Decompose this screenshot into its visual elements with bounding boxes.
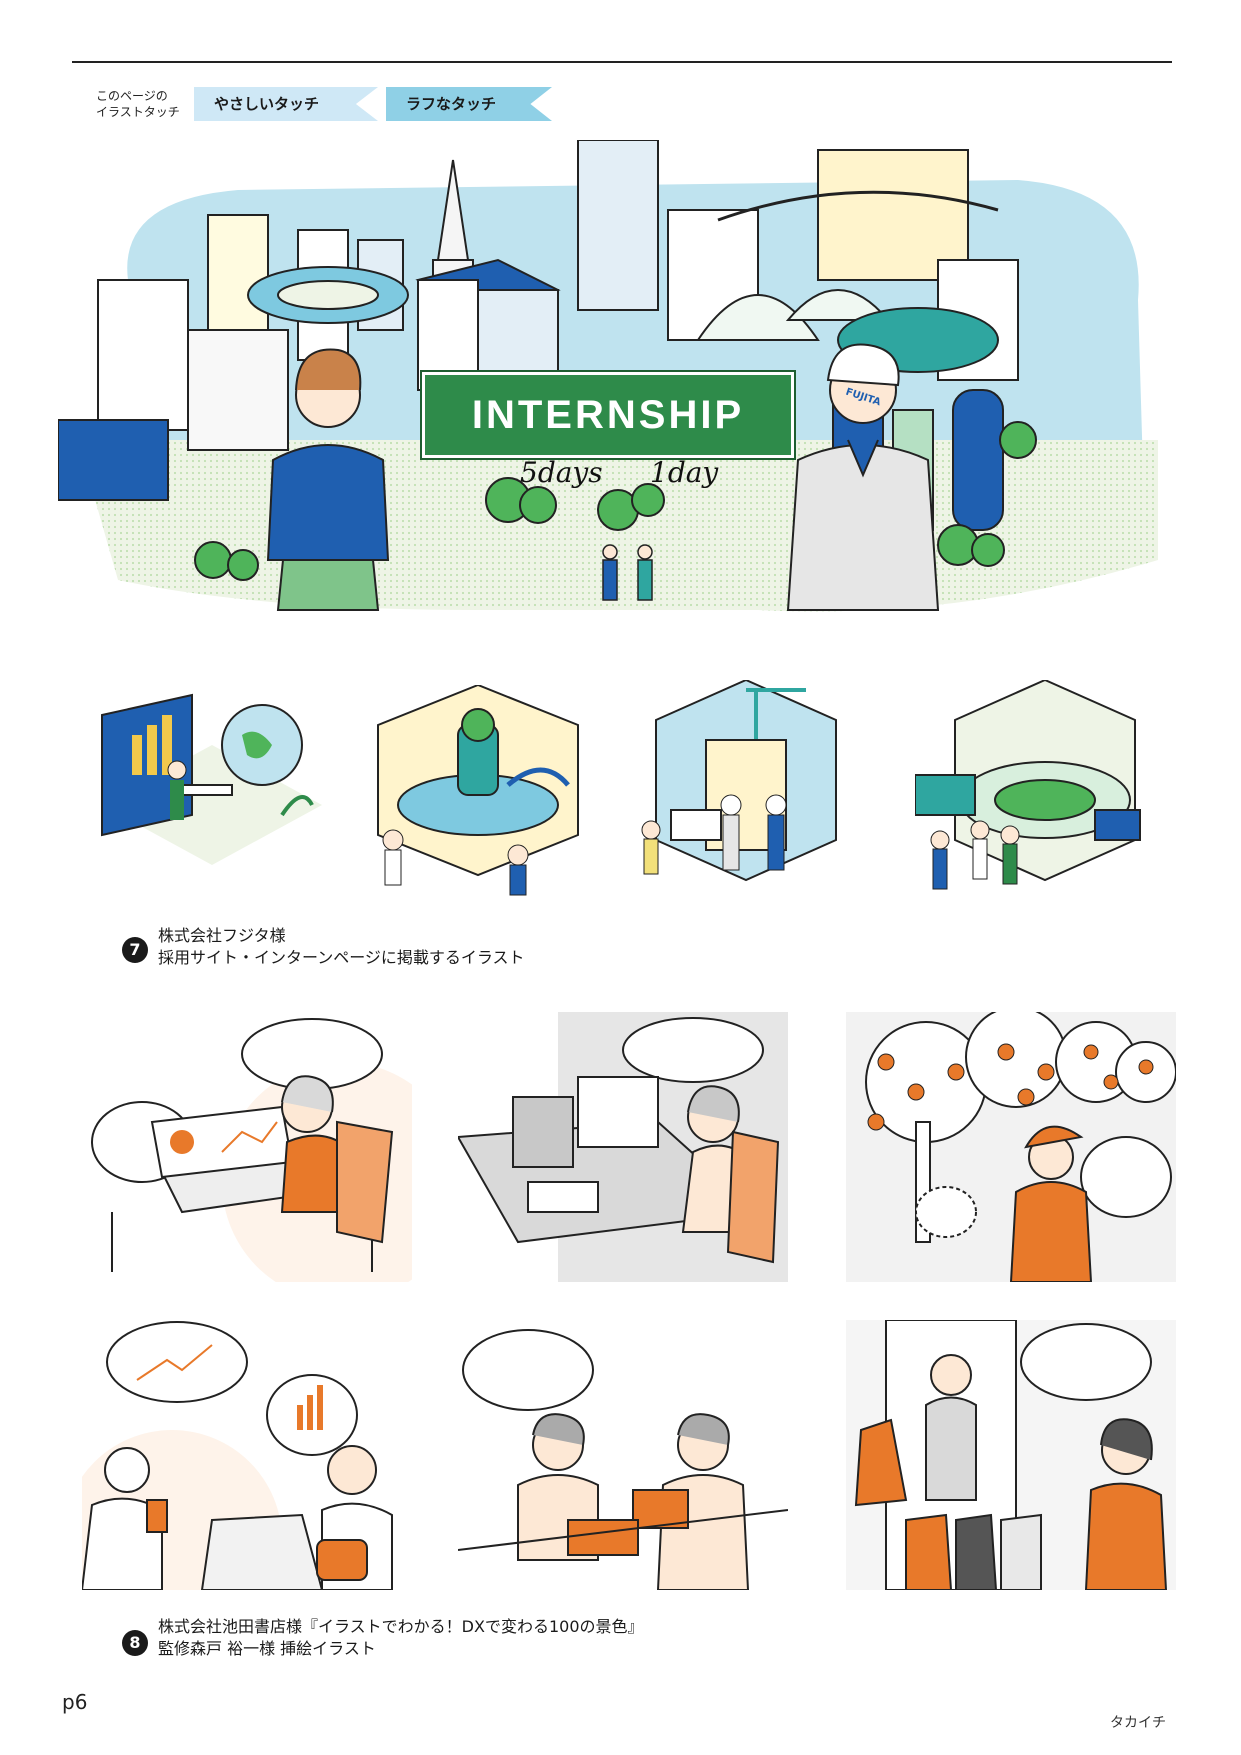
caption-7-line1: 株式会社フジタ様 <box>158 926 286 945</box>
caption-7-line2: 採用サイト・インターンページに掲載するイラスト <box>158 948 525 967</box>
caption-8: 株式会社池田書店様『イラストでわかる！DXで変わる100の景色』 監修森戸 裕一… <box>158 1616 644 1660</box>
panel-old-office <box>458 1012 788 1282</box>
caption-8-number: 8 <box>122 1630 148 1656</box>
tag-soft-touch: やさしいタッチ <box>194 87 378 121</box>
hero-city-illustration <box>58 140 1168 685</box>
iso-illustration-city-model <box>368 685 588 900</box>
panel-clothing-store <box>846 1320 1176 1590</box>
caption-7-number: 7 <box>122 937 148 963</box>
banner-sub-1day: 1day <box>650 456 719 489</box>
caption-7: 株式会社フジタ様 採用サイト・インターンページに掲載するイラスト <box>158 925 525 969</box>
woman-figure <box>266 348 390 611</box>
page-number: p6 <box>62 1690 88 1714</box>
top-rule <box>72 61 1172 63</box>
touch-label-line2: イラストタッチ <box>96 105 180 119</box>
panel-tablet-workers <box>458 1320 788 1590</box>
internship-banner: INTERNSHIP <box>420 370 796 460</box>
iso-illustration-construction <box>636 680 856 905</box>
banner-sub-5days: 5days <box>520 456 603 489</box>
worker-figure <box>786 343 940 611</box>
signature: タカイチ <box>1110 1715 1166 1731</box>
iso-illustration-control-room <box>915 680 1155 905</box>
touch-label: このページの イラストタッチ <box>96 88 180 120</box>
tag-rough-touch: ラフなタッチ <box>386 87 552 121</box>
panel-laptop-worker <box>82 1012 412 1282</box>
touch-label-line1: このページの <box>96 89 168 103</box>
iso-illustration-office <box>92 685 332 900</box>
caption-8-line1: 株式会社池田書店様『イラストでわかる！DXで変わる100の景色』 <box>158 1617 644 1636</box>
internship-banner-title: INTERNSHIP <box>471 393 745 437</box>
panel-orchard-farmer <box>846 1012 1176 1282</box>
caption-8-line2: 監修森戸 裕一様 挿絵イラスト <box>158 1639 376 1658</box>
panel-smartphone-shopping <box>82 1320 412 1590</box>
